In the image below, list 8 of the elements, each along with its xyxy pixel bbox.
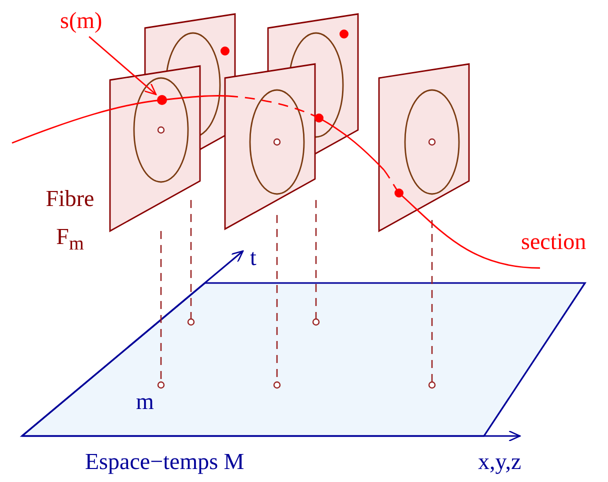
leader-line xyxy=(88,36,157,96)
plane-label: Espace−temps M xyxy=(85,448,244,476)
axis-label: x,y,z xyxy=(478,448,522,476)
curve-label: section xyxy=(521,228,586,256)
callout-label: s(m) xyxy=(60,7,102,35)
point-label: m xyxy=(136,388,154,416)
axis-label: t xyxy=(250,244,256,272)
fibre-label: Fibre F$_{m}$ xyxy=(44,185,96,257)
